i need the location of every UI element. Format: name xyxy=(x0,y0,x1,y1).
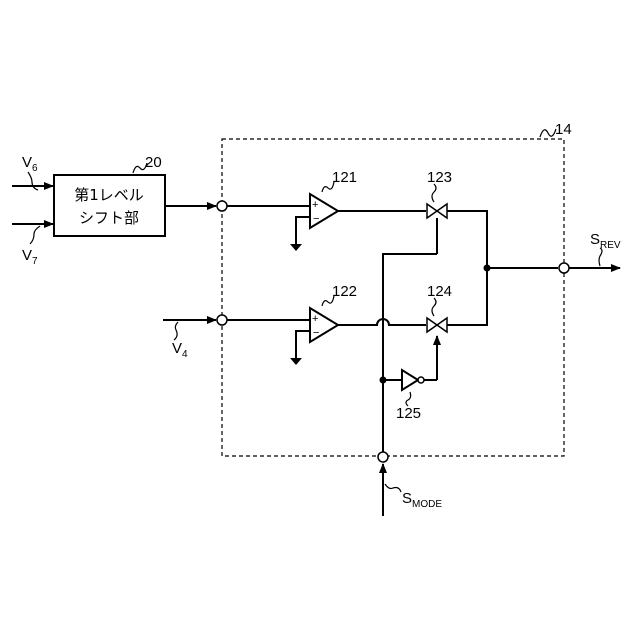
switch123-leader xyxy=(432,184,436,202)
v4-leader xyxy=(174,322,178,340)
block-14-leader xyxy=(540,129,556,137)
inverter125-ref: 125 xyxy=(396,405,421,422)
smode-label: SMODE xyxy=(402,490,442,510)
switch124-symbol xyxy=(427,318,437,332)
input-terminal-2 xyxy=(217,315,227,325)
mode-terminal xyxy=(378,452,388,462)
amp121-ground-icon xyxy=(290,244,302,251)
amp122-ref: 122 xyxy=(332,283,357,300)
smode-leader xyxy=(385,484,401,492)
block-14-boundary xyxy=(222,139,564,456)
switch124-ref: 124 xyxy=(427,283,452,300)
switch-output-bus xyxy=(447,211,487,325)
switch124-leader xyxy=(432,298,436,316)
amp121-ref: 121 xyxy=(332,169,357,186)
inverter125-symbol xyxy=(402,370,418,390)
amp122-plus: + xyxy=(312,313,318,325)
amp122-ground-icon xyxy=(290,358,302,365)
inverter125-bubble xyxy=(418,377,424,383)
output-terminal xyxy=(559,263,569,273)
amp121-minus: − xyxy=(313,213,319,225)
amp121-minus-to-ground xyxy=(296,217,310,244)
level-shift-ref: 20 xyxy=(145,154,162,171)
srev-label: SREV xyxy=(590,231,621,251)
v6-label: V6 xyxy=(22,154,38,174)
switch123-symbol-b xyxy=(437,204,447,218)
block-14-label: 14 xyxy=(555,121,572,138)
output-junction xyxy=(484,265,491,272)
v6-leader xyxy=(28,172,38,190)
level-shift-line2: シフト部 xyxy=(79,209,139,227)
switch123-ref: 123 xyxy=(427,169,452,186)
level-shift-line1: 第1レベル xyxy=(74,186,144,204)
amp122-minus: − xyxy=(313,327,319,339)
inverter125-leader xyxy=(406,392,411,406)
v4-label: V4 xyxy=(172,340,188,360)
v7-leader xyxy=(30,226,40,244)
switch123-symbol xyxy=(427,204,437,218)
v7-label: V7 xyxy=(22,247,38,267)
input-terminal-1 xyxy=(217,201,227,211)
amp122-minus-to-ground xyxy=(296,331,310,358)
switch124-symbol-b xyxy=(437,318,447,332)
amp121-plus: + xyxy=(312,199,318,211)
